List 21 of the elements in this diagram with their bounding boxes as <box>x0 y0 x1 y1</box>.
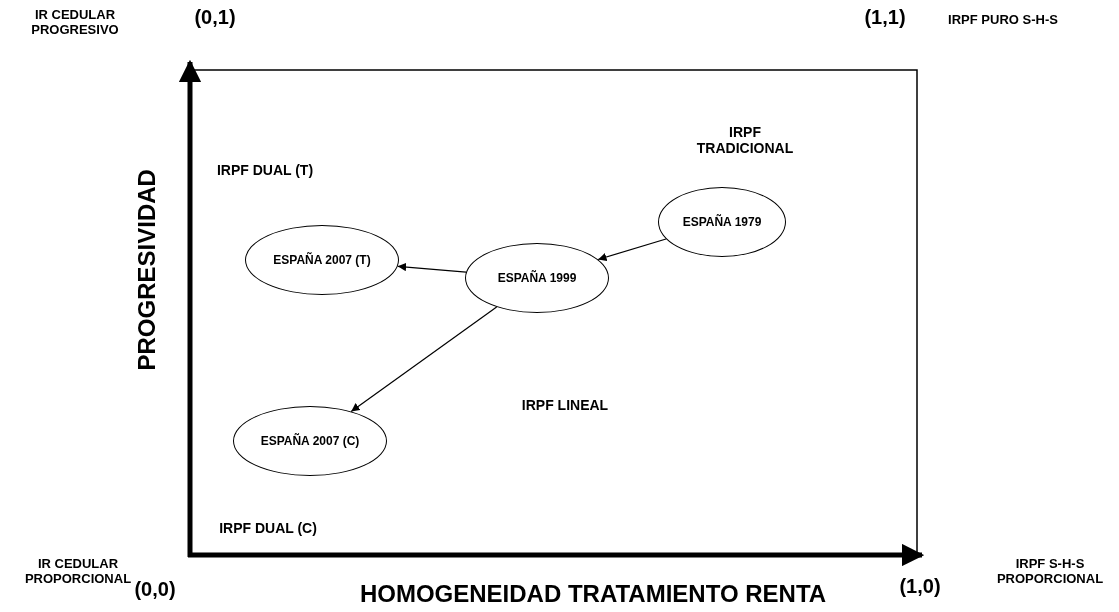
region-label: IRPF DUAL (T) <box>215 162 315 179</box>
corner-label: IRPF S-H-S PROPORCIONAL <box>995 557 1105 587</box>
region-label: IRPF LINEAL <box>520 397 610 414</box>
coordinate-label: (0,1) <box>193 6 237 29</box>
arrow <box>350 306 498 413</box>
coordinate-label: (1,1) <box>863 6 907 29</box>
ellipse-node: ESPAÑA 2007 (C) <box>233 406 387 476</box>
region-label: IRPF TRADICIONAL <box>695 124 795 157</box>
ellipse-node: ESPAÑA 2007 (T) <box>245 225 399 295</box>
arrow <box>397 262 467 273</box>
corner-label: IR CEDULAR PROGRESIVO <box>30 8 120 38</box>
ellipse-node: ESPAÑA 1999 <box>465 243 609 313</box>
axis-title: PROGRESIVIDAD <box>133 167 161 373</box>
corner-label: IRPF PURO S-H-S <box>948 13 1058 28</box>
corner-label: IR CEDULAR PROPORCIONAL <box>23 557 133 587</box>
coordinate-label: (0,0) <box>133 578 177 601</box>
ellipse-node: ESPAÑA 1979 <box>658 187 786 257</box>
region-label: IRPF DUAL (C) <box>218 520 318 537</box>
axis-title: HOMOGENEIDAD TRATAMIENTO RENTA <box>358 580 828 608</box>
arrow <box>597 238 667 262</box>
coordinate-label: (1,0) <box>898 575 942 598</box>
